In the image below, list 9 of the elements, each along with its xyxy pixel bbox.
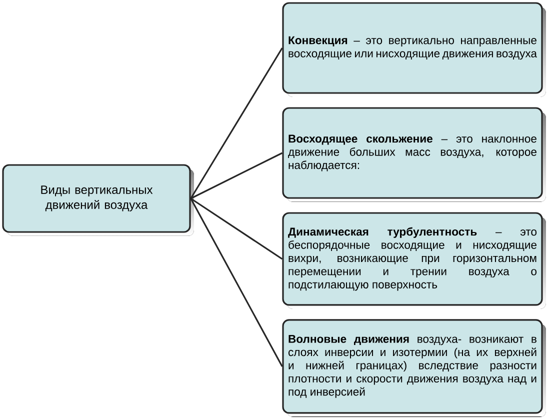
definition-box: Конвекция – это вертикально направленные восходящие или нисходящие движения воздуха [282, 2, 546, 97]
connector-line [190, 152, 283, 200]
connector-line [190, 198, 283, 367]
connector-line [190, 198, 283, 260]
definition-box: Волновые движения воздуха- возникают в слоях инверсии и изотермии (на их верхней и нижней границах) вследствие разности плотности и скорости движения воздуха над и под инверсией [282, 319, 546, 417]
topic-box: Виды вертикальных движений воздуха [2, 164, 194, 236]
connector-line [190, 48, 283, 199]
definition-box: Восходящее скольжение – это наклонное движение больших масс воздуха, которое наблюдается: [282, 107, 546, 202]
definition-box: Динамическая турбулентность – это беспорядочные восходящие и нисходящие вихри, возникающие при горизонтальном перемещении и трении воздуха о подстилающую поверхность [282, 212, 546, 309]
